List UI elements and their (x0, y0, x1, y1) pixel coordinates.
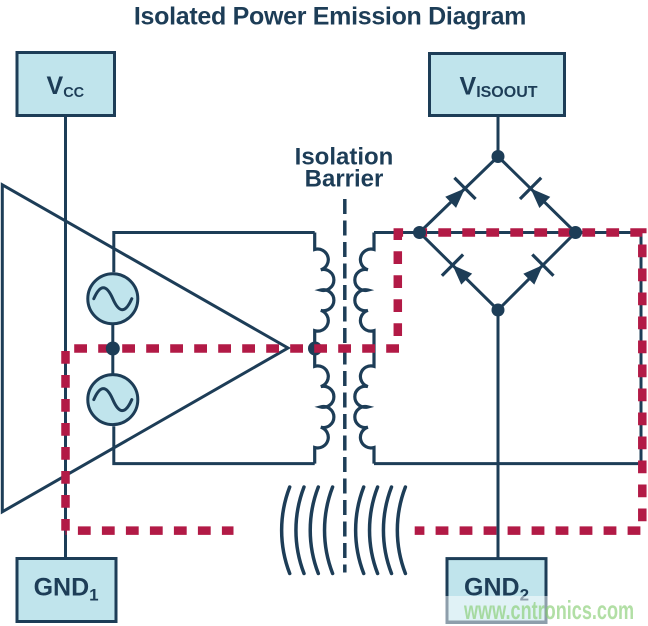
svg-text:Barrier: Barrier (305, 166, 384, 193)
svg-text:GND1: GND1 (34, 574, 99, 605)
svg-text:Isolation: Isolation (295, 144, 394, 171)
svg-text:Isolated Power Emission Diagra: Isolated Power Emission Diagram (134, 3, 526, 31)
svg-text:www.cntronics.com: www.cntronics.com (463, 596, 634, 625)
